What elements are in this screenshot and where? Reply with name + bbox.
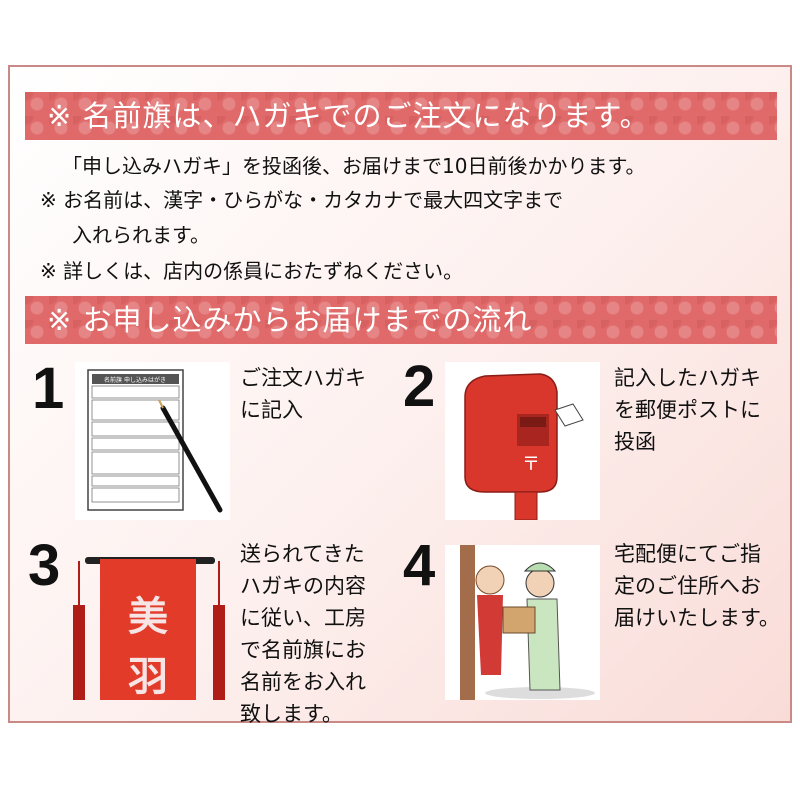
step-1-number: 1 (32, 356, 65, 421)
step-1-text: ご注文ハガキ に記入 (240, 366, 366, 422)
flow-banner: ※ お申し込みからお届けまでの流れ (25, 296, 777, 344)
delivery-illustration (445, 545, 600, 700)
step-4-text: 宅配便にてご指 定のご住所へお 届けいたします。 (614, 542, 780, 630)
step-3-number: 3 (28, 533, 61, 598)
mailbox-illustration: 〒 (445, 362, 600, 521)
step-4-number: 4 (403, 533, 436, 598)
note-name-limit: ※ お名前は、漢字・ひらがな・カタカナで最大四文字まで (40, 188, 564, 212)
order-banner: ※ 名前旗は、ハガキでのご注文になります。 (25, 92, 777, 140)
note-delivery: 「申し込みハガキ」を投函後、お届けまで10日前後かかります。 (62, 154, 646, 178)
postcard-pen-illustration: 名前旗 申し込みはがき (75, 362, 230, 520)
step-3-text: 送られてきた ハガキの内容 に従い、工房 で名前旗にお 名前をお入れ 致します。 (240, 542, 366, 726)
name-banner-illustration: 美 羽 (65, 545, 235, 700)
note-ask-staff: ※ 詳しくは、店内の係員におたずねください。 (40, 259, 464, 283)
svg-text:〒: 〒 (522, 454, 540, 475)
svg-text:羽: 羽 (128, 654, 168, 700)
step-2-number: 2 (403, 354, 436, 419)
svg-text:美: 美 (128, 594, 168, 640)
postcard-title: 名前旗 申し込みはがき (104, 376, 166, 384)
step-2-text: 記入したハガキ を郵便ポストに 投函 (614, 366, 761, 454)
note-name-limit-cont: 入れられます。 (72, 223, 210, 247)
